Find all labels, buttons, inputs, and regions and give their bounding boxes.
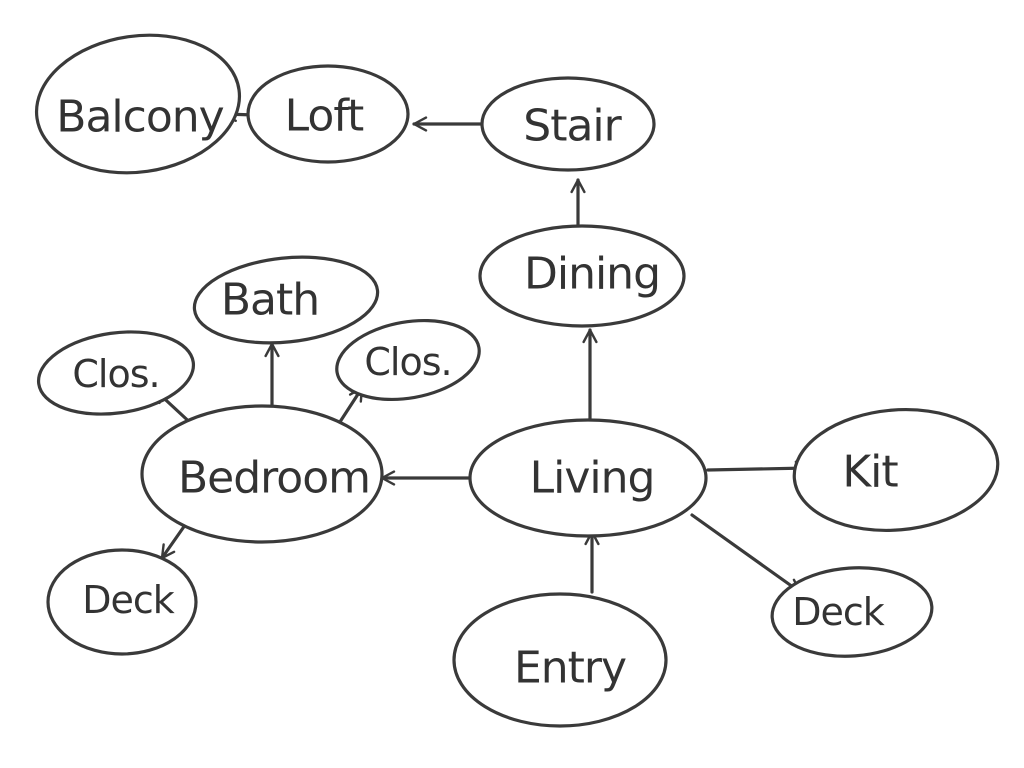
node-entry: Entry	[452, 592, 668, 728]
node-dining: Dining	[478, 224, 686, 328]
node-kit-label: Kit	[842, 447, 898, 498]
node-dining-label: Dining	[524, 249, 660, 300]
node-clos-right-label: Clos.	[364, 340, 451, 384]
node-deck-left-label: Deck	[82, 578, 175, 622]
node-entry-label: Entry	[514, 643, 626, 694]
node-stair-label: Stair	[523, 101, 622, 152]
node-balcony-label: Balcony	[56, 92, 223, 143]
node-clos-right-ellipse	[335, 318, 481, 402]
node-loft: Loft	[246, 64, 410, 164]
node-dining-ellipse	[478, 224, 686, 328]
node-living: Living	[468, 418, 708, 538]
node-kit: Kit	[792, 407, 1000, 533]
node-deck-right: Deck	[770, 566, 934, 658]
node-clos-right: Clos.	[335, 318, 481, 402]
node-clos-left: Clos.	[36, 330, 196, 416]
node-loft-label: Loft	[285, 91, 364, 142]
node-entry-ellipse	[452, 592, 668, 728]
edge-living-kit	[706, 460, 810, 476]
node-deck-left-ellipse	[46, 548, 198, 656]
node-stair-ellipse	[480, 76, 656, 172]
node-bedroom: Bedroom	[140, 404, 384, 544]
edge-living-deck-right	[690, 513, 802, 594]
node-loft-ellipse	[246, 64, 410, 164]
node-deck-left: Deck	[46, 548, 198, 656]
node-kit-ellipse	[792, 407, 1000, 533]
node-bedroom-ellipse	[140, 404, 384, 544]
node-balcony: Balcony	[34, 33, 242, 175]
node-clos-left-label: Clos.	[72, 352, 159, 396]
node-bath: Bath	[192, 255, 380, 345]
node-living-label: Living	[530, 453, 655, 504]
node-deck-right-label: Deck	[792, 590, 885, 634]
node-clos-left-ellipse	[36, 330, 196, 416]
node-bath-ellipse	[192, 255, 380, 345]
node-balcony-ellipse	[34, 33, 242, 175]
node-deck-right-ellipse	[770, 566, 934, 658]
node-bedroom-label: Bedroom	[178, 453, 370, 504]
node-stair: Stair	[480, 76, 656, 172]
node-living-ellipse	[468, 418, 708, 538]
node-bath-label: Bath	[221, 275, 319, 326]
